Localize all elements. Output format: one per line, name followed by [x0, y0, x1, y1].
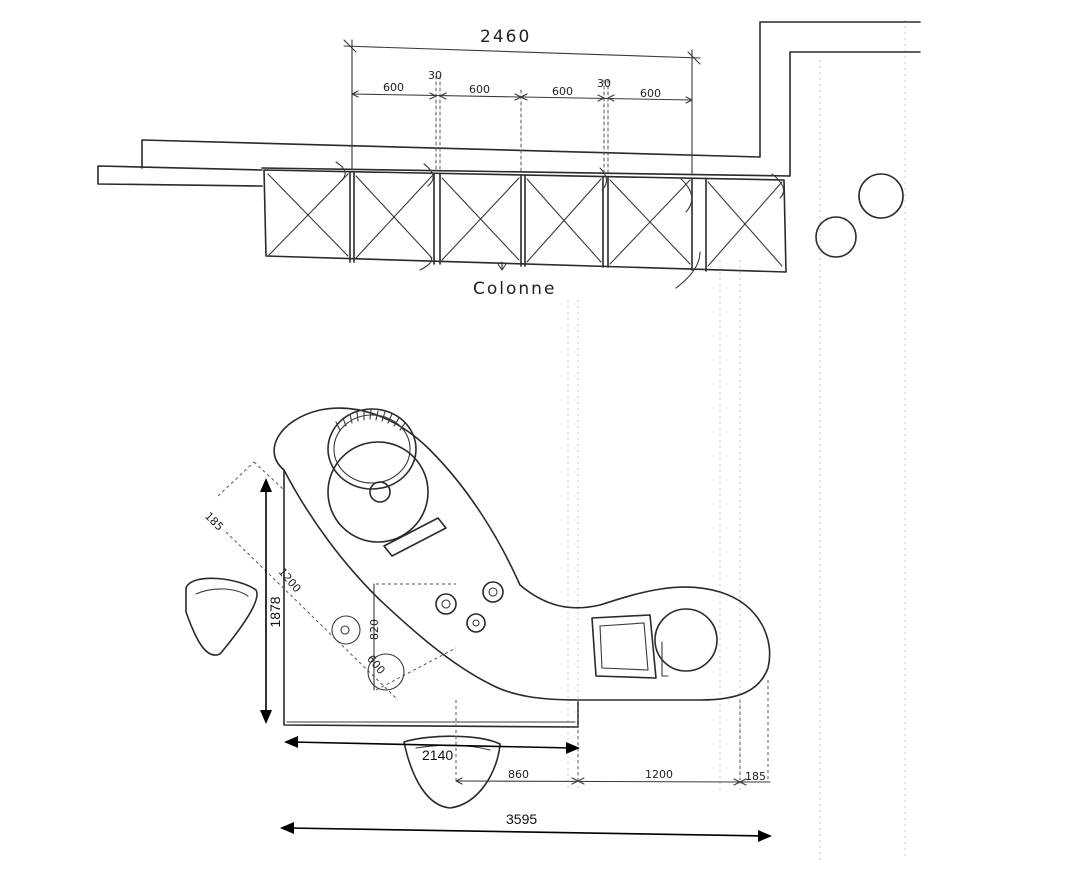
- control-strip: [383, 517, 447, 557]
- sink-basin: [591, 614, 657, 679]
- dim-1200-diag: 1200: [276, 565, 304, 595]
- segment-label: 600: [640, 87, 661, 100]
- dim-3595-label: 3595: [506, 811, 537, 827]
- door-swings: [335, 161, 785, 289]
- hob-zone: [327, 408, 447, 557]
- dim-1878-label: 1878: [267, 596, 283, 627]
- dim-185-diag: 185: [202, 510, 226, 534]
- dim-820: 820: [368, 619, 381, 640]
- wall-outline: [97, 21, 921, 187]
- small-circle-icon: [331, 615, 361, 645]
- dim-2140-label: 2140: [422, 747, 453, 763]
- column-pointer: [497, 261, 507, 271]
- cabinet-row: [263, 169, 787, 273]
- stool-left-icon: [185, 577, 258, 656]
- dim-185-bottom: 185: [745, 770, 766, 783]
- overall-width-label: 2460: [480, 27, 531, 47]
- knob-icon: [466, 613, 486, 633]
- dim-1200-bottom: 1200: [645, 768, 673, 781]
- dim-860: 860: [508, 768, 529, 781]
- top-dimension-lines: [343, 39, 701, 176]
- hob-ring-icon: [327, 408, 417, 490]
- construction-lines: [217, 461, 769, 780]
- plate-center-icon: [369, 481, 391, 503]
- cabinet-dividers: [349, 171, 707, 272]
- segment-label: 600: [383, 81, 404, 94]
- typed-dimension-arrows: [260, 478, 772, 842]
- stool-circle-icon: [858, 173, 904, 219]
- column-label: Colonne: [473, 279, 556, 299]
- segment-label: 600: [552, 85, 573, 98]
- stool-bottom-icon: [403, 735, 501, 809]
- top-plan: 2460 600 30 600 600 30 600 Colonne: [97, 21, 921, 299]
- sink-zone: [591, 608, 718, 679]
- knob-icon: [482, 581, 504, 603]
- lower-plan: 185 1200 820 600 860 1200 185 1878 2140 …: [185, 407, 772, 842]
- background-guides: [567, 20, 906, 860]
- segment-label: 600: [469, 83, 490, 96]
- round-plate-icon: [327, 441, 429, 543]
- stool-circle-icon: [815, 216, 857, 258]
- knob-icon: [435, 593, 457, 615]
- segment-label: 30: [428, 69, 442, 82]
- sink-round-bowl-icon: [654, 608, 718, 672]
- segment-label: 30: [597, 77, 611, 90]
- small-circle-icon: [367, 653, 405, 691]
- base-cabinet: [283, 469, 579, 728]
- cabinet-crosses: [267, 173, 783, 267]
- bottom-dimension-row: [455, 777, 771, 786]
